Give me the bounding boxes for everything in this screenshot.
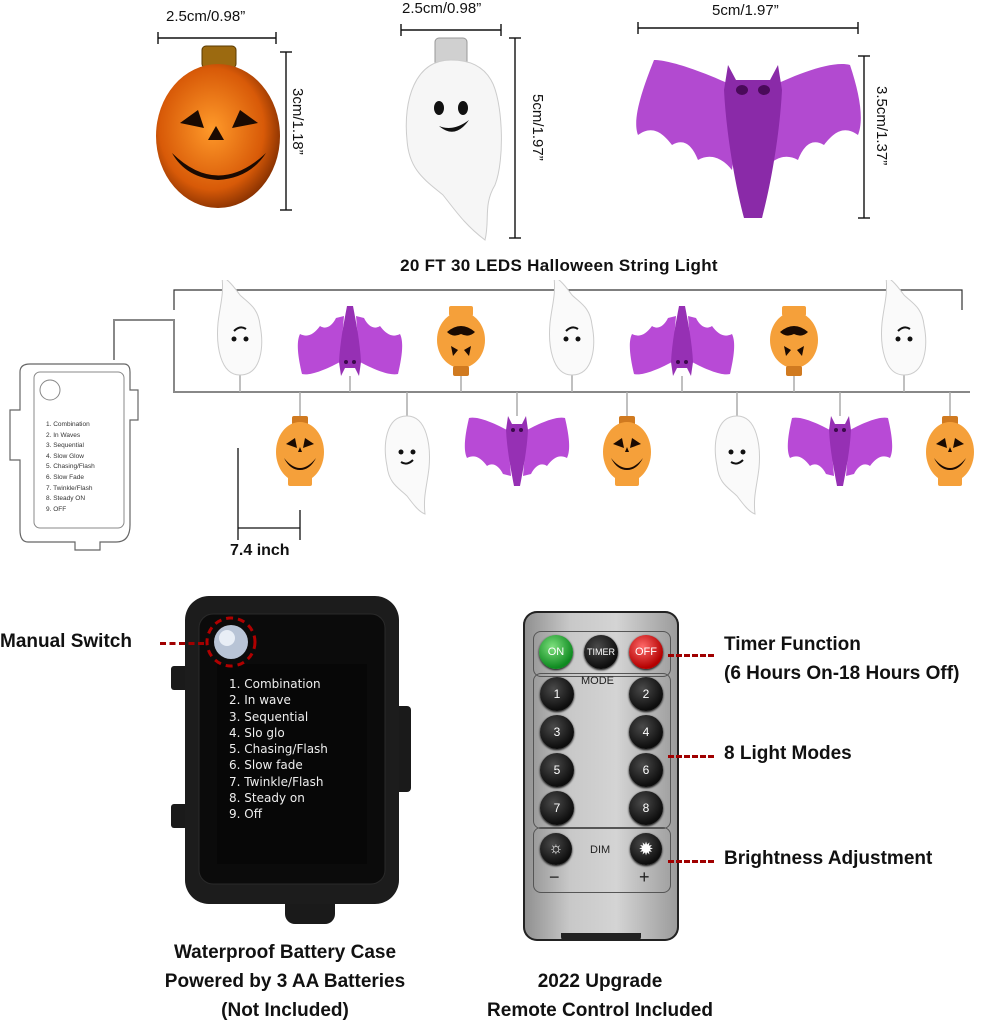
timer-callout-line: (6 Hours On-18 Hours Off) (724, 663, 960, 684)
battery-mode-item: 7. Twinkle/Flash (229, 774, 324, 789)
ghost-product-image (400, 24, 521, 241)
battery-mode-item: 6. Slow fade (229, 758, 303, 773)
mini-mode-item: 3. Sequential (46, 442, 84, 450)
remote-minus-label: − (549, 867, 560, 887)
ghost-width-label: 2.5cm/0.98” (402, 0, 482, 17)
modes-callout: 8 Light Modes (724, 743, 852, 764)
mini-mode-item: 1. Combination (46, 421, 90, 428)
mini-mode-item: 9. OFF (46, 505, 67, 513)
remote-mode-panel (533, 673, 671, 829)
battery-mode-item: 3. Sequential (229, 709, 309, 724)
remote-caption-line: 2022 Upgrade (537, 971, 663, 992)
modes-leader (668, 755, 714, 758)
remote-dim-down-button[interactable]: ☼ (540, 833, 572, 865)
remote-caption: 2022 Upgrade Remote Control Included (440, 967, 760, 1025)
remote-mode-6-button[interactable]: 6 (629, 753, 663, 787)
remote-dim-up-button[interactable]: ✹ (630, 833, 662, 865)
remote-mode-1-button[interactable]: 1 (540, 677, 574, 711)
spacing-label: 7.4 inch (230, 542, 290, 559)
battery-mode-item: 2. In wave (229, 693, 291, 708)
battery-case-image (171, 596, 411, 924)
remote-control: ON TIMER OFF MODE 1 2 3 4 5 6 7 8 ☼ ✹ DI… (523, 611, 679, 941)
bat-product-image (636, 22, 870, 219)
remote-mode-2-button[interactable]: 2 (629, 677, 663, 711)
remote-timer-button[interactable]: TIMER (584, 635, 618, 669)
brightness-leader (668, 860, 714, 863)
remote-plus-label: + (639, 867, 650, 887)
battery-mode-item: 9. Off (229, 807, 262, 822)
battery-caption-line: Powered by 3 AA Batteries (164, 971, 406, 992)
mini-mode-item: 8. Steady ON (46, 495, 86, 503)
remote-off-button[interactable]: OFF (629, 635, 663, 669)
mini-mode-item: 2. In Waves (46, 431, 81, 439)
bat-height-label: 3.5cm/1.37” (873, 86, 890, 166)
mini-case-mode-list: 1. Combination 2. In Waves 3. Sequential… (46, 420, 95, 515)
battery-mode-item: 1. Combination (229, 677, 321, 691)
ghost-height-label: 5cm/1.97” (529, 94, 546, 161)
remote-on-button[interactable]: ON (539, 635, 573, 669)
remote-mode-label: MODE (581, 675, 614, 687)
battery-mode-item: 5. Chasing/Flash (229, 742, 328, 757)
pumpkin-width-label: 2.5cm/0.98” (166, 8, 246, 25)
mini-mode-item: 4. Slow Glow (46, 452, 84, 460)
remote-caption-line: Remote Control Included (487, 1000, 713, 1021)
timer-callout-line: Timer Function (724, 634, 861, 655)
battery-caption-line: (Not Included) (221, 1000, 349, 1021)
remote-mode-7-button[interactable]: 7 (540, 791, 574, 825)
battery-case-caption: Waterproof Battery Case Powered by 3 AA … (120, 938, 450, 1025)
remote-mode-5-button[interactable]: 5 (540, 753, 574, 787)
string-light-diagram (9, 280, 974, 551)
timer-leader (668, 654, 714, 657)
pumpkin-product-image (156, 32, 292, 211)
remote-mode-3-button[interactable]: 3 (540, 715, 574, 749)
brightness-callout: Brightness Adjustment (724, 848, 933, 869)
sun-small-icon: ☼ (548, 840, 564, 857)
manual-switch-label: Manual Switch (0, 631, 132, 652)
battery-caption-line: Waterproof Battery Case (173, 942, 397, 963)
mini-mode-item: 5. Chasing/Flash (46, 463, 95, 471)
remote-battery-tab (561, 933, 641, 941)
battery-mode-list: 1. Combination 2. In wave 3. Sequential … (229, 676, 328, 823)
remote-mode-4-button[interactable]: 4 (629, 715, 663, 749)
remote-dim-label: DIM (590, 844, 611, 856)
remote-mode-8-button[interactable]: 8 (629, 791, 663, 825)
sun-large-icon: ✹ (638, 838, 654, 859)
mini-mode-item: 6. Slow Fade (46, 473, 84, 481)
mini-mode-item: 7. Twinkle/Flash (46, 484, 93, 492)
pumpkin-height-label: 3cm/1.18” (289, 88, 306, 155)
bat-width-label: 5cm/1.97” (712, 2, 779, 19)
battery-mode-item: 4. Slo glo (229, 725, 285, 740)
battery-mode-item: 8. Steady on (229, 791, 305, 806)
manual-switch-leader (160, 642, 204, 645)
timer-callout: Timer Function (6 Hours On-18 Hours Off) (724, 630, 959, 688)
string-light-title: 20 FT 30 LEDS Halloween String Light (400, 256, 718, 275)
